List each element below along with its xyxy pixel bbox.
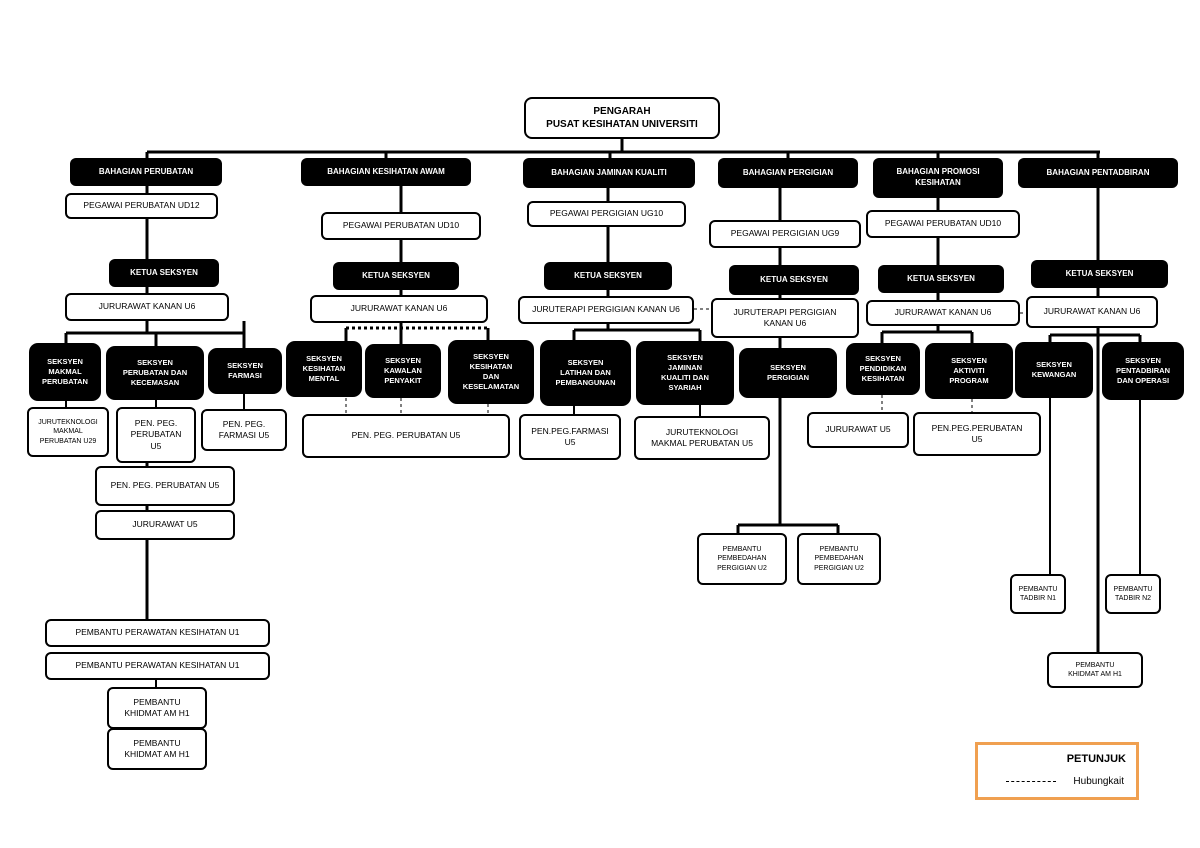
org-box-t1c: PEN. PEG. FARMASI U5 <box>201 409 287 451</box>
org-box-h1: PEGAWAI PERUBATAN UD12 <box>65 193 218 219</box>
org-box-t2a: PEN. PEG. PERUBATAN U5 <box>302 414 510 458</box>
legend-dashed-line <box>1006 781 1056 782</box>
org-box-b6: BAHAGIAN PENTADBIRAN <box>1018 158 1178 188</box>
org-box-s3a: SEKSYEN LATIHAN DAN PEMBANGUNAN <box>540 340 631 406</box>
legend: PETUNJUK Hubungkait <box>975 742 1139 800</box>
org-box-s5a: SEKSYEN PENDIDIKAN KESIHATAN <box>846 343 920 395</box>
org-box-j1: JURURAWAT KANAN U6 <box>65 293 229 321</box>
org-box-k5: KETUA SEKSYEN <box>878 265 1004 293</box>
org-box-b5: BAHAGIAN PROMOSI KESIHATAN <box>873 158 1003 198</box>
org-box-t1i: PEMBANTU KHIDMAT AM H1 <box>107 728 207 770</box>
org-box-k3: KETUA SEKSYEN <box>544 262 672 290</box>
org-box-s6a: SEKSYEN KEWANGAN <box>1015 342 1093 398</box>
org-box-t6b: PEMBANTU TADBIR N2 <box>1105 574 1161 614</box>
org-box-s1c: SEKSYEN FARMASI <box>208 348 282 394</box>
org-box-h2: PEGAWAI PERUBATAN UD10 <box>321 212 481 240</box>
org-box-b1: BAHAGIAN PERUBATAN <box>70 158 222 186</box>
org-box-s2b: SEKSYEN KAWALAN PENYAKIT <box>365 344 441 398</box>
org-box-s1a: SEKSYEN MAKMAL PERUBATAN <box>29 343 101 401</box>
org-box-h3: PEGAWAI PERGIGIAN UG10 <box>527 201 686 227</box>
org-box-t6a: PEMBANTU TADBIR N1 <box>1010 574 1066 614</box>
org-box-t3a: PEN.PEG.FARMASI U5 <box>519 414 621 460</box>
org-box-t5b: PEN.PEG.PERUBATAN U5 <box>913 412 1041 456</box>
org-box-t6c: PEMBANTU KHIDMAT AM H1 <box>1047 652 1143 688</box>
org-box-t3b: JURUTEKNOLOGI MAKMAL PERUBATAN U5 <box>634 416 770 460</box>
org-box-s3b: SEKSYEN JAMINAN KUALITI DAN SYARIAH <box>636 341 734 405</box>
org-box-h4: PEGAWAI PERGIGIAN UG9 <box>709 220 861 248</box>
org-box-k1: KETUA SEKSYEN <box>109 259 219 287</box>
legend-title: PETUNJUK <box>1066 753 1126 765</box>
org-box-t1h: PEMBANTU KHIDMAT AM H1 <box>107 687 207 729</box>
org-box-k2: KETUA SEKSYEN <box>333 262 459 290</box>
org-box-s5b: SEKSYEN AKTIVITI PROGRAM <box>925 343 1013 399</box>
org-box-t5a: JURURAWAT U5 <box>807 412 909 448</box>
org-box-t4b: PEMBANTU PEMBEDAHAN PERGIGIAN U2 <box>797 533 881 585</box>
org-box-t1b: PEN. PEG. PERUBATAN U5 <box>116 407 196 463</box>
org-box-s6b: SEKSYEN PENTADBIRAN DAN OPERASI <box>1102 342 1184 400</box>
org-box-b2: BAHAGIAN KESIHATAN AWAM <box>301 158 471 186</box>
legend-dashed-label: Hubungkait <box>1073 776 1124 787</box>
org-box-t1g: PEMBANTU PERAWATAN KESIHATAN U1 <box>45 652 270 680</box>
org-box-j3: JURUTERAPI PERGIGIAN KANAN U6 <box>518 296 694 324</box>
org-box-j4: JURUTERAPI PERGIGIAN KANAN U6 <box>711 298 859 338</box>
org-box-j6: JURURAWAT KANAN U6 <box>1026 296 1158 328</box>
org-box-s2a: SEKSYEN KESIHATAN MENTAL <box>286 341 362 397</box>
org-box-t1a: JURUTEKNOLOGI MAKMAL PERUBATAN U29 <box>27 407 109 457</box>
org-box-t1e: JURURAWAT U5 <box>95 510 235 540</box>
org-box-b4: BAHAGIAN PERGIGIAN <box>718 158 858 188</box>
org-box-root: PENGARAH PUSAT KESIHATAN UNIVERSITI <box>524 97 720 139</box>
org-box-t1f: PEMBANTU PERAWATAN KESIHATAN U1 <box>45 619 270 647</box>
org-box-h5: PEGAWAI PERUBATAN UD10 <box>866 210 1020 238</box>
org-box-j5: JURURAWAT KANAN U6 <box>866 300 1020 326</box>
org-box-k4: KETUA SEKSYEN <box>729 265 859 295</box>
org-box-k6: KETUA SEKSYEN <box>1031 260 1168 288</box>
org-box-t1d: PEN. PEG. PERUBATAN U5 <box>95 466 235 506</box>
org-box-s4a: SEKSYEN PERGIGIAN <box>739 348 837 398</box>
org-box-t4a: PEMBANTU PEMBEDAHAN PERGIGIAN U2 <box>697 533 787 585</box>
org-box-s1b: SEKSYEN PERUBATAN DAN KECEMASAN <box>106 346 204 400</box>
org-box-s2c: SEKSYEN KESIHATAN DAN KESELAMATAN <box>448 340 534 404</box>
org-box-b3: BAHAGIAN JAMINAN KUALITI <box>523 158 695 188</box>
org-box-j2: JURURAWAT KANAN U6 <box>310 295 488 323</box>
